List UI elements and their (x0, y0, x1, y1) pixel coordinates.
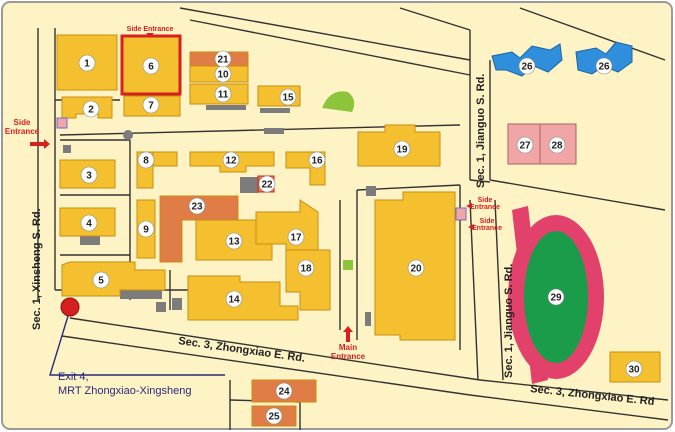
road-jianguo-upper: Sec. 1, Jianguo S. Rd. (475, 74, 487, 188)
building-number-label[interactable]: 15 (282, 93, 294, 104)
building-number-label[interactable]: 12 (225, 156, 237, 167)
building-badge (214, 50, 232, 68)
building-number-label[interactable]: 4 (86, 219, 92, 230)
building-badge (595, 57, 613, 75)
building-badge (547, 288, 565, 306)
building-badge (142, 96, 160, 114)
building-number-label[interactable]: 22 (261, 180, 273, 191)
building-number-label[interactable]: 14 (228, 295, 240, 306)
building-number-label[interactable]: 10 (217, 70, 229, 81)
building-number-label[interactable]: 2 (88, 105, 94, 116)
building-number-label[interactable]: 26 (521, 62, 533, 73)
building-number-label[interactable]: 9 (143, 225, 149, 236)
road-xinsheng: Sec. 1, Xinsheng S. Rd. (31, 208, 43, 330)
entrance-arrow-left (30, 139, 50, 149)
road-lines (37, 7, 669, 430)
building-badge (82, 100, 100, 118)
building-number-label[interactable]: 8 (143, 156, 149, 167)
side-entrance-left-2: Entrance (5, 127, 40, 136)
building-23[interactable] (159, 195, 239, 263)
side-entrance-right1-1: Side (478, 197, 493, 204)
road-jianguo-lower: Sec. 1, Jianguo S. Rd. (503, 264, 515, 378)
building-number-label[interactable]: 20 (410, 264, 422, 275)
building-badge (297, 259, 315, 277)
building-number-label[interactable]: 13 (228, 237, 240, 248)
building-badge (80, 166, 98, 184)
building-number-label[interactable]: 11 (218, 90, 229, 101)
building-badge (258, 175, 276, 193)
building-badge (518, 57, 536, 75)
side-entrance-right1-2: Entrance (470, 204, 500, 211)
green-square (343, 260, 353, 270)
building-badge (516, 136, 534, 154)
side-entrance-right2-2: Entrance (472, 225, 502, 232)
building-number-label[interactable]: 17 (290, 233, 302, 244)
building-badge (275, 382, 293, 400)
building-number-label[interactable]: 1 (84, 59, 90, 70)
side-entrance-left-1: Side (14, 118, 31, 127)
side-entrance-top: Side Entrance (127, 26, 174, 33)
building-number-label[interactable]: 19 (396, 145, 408, 156)
mrt-exit-marker[interactable] (60, 297, 80, 317)
building-badge (548, 136, 566, 154)
building-badge (222, 151, 240, 169)
building-badge (225, 232, 243, 250)
building-number-label[interactable]: 29 (550, 293, 562, 304)
building-badge (188, 197, 206, 215)
building-badge (393, 140, 411, 158)
building-badge (407, 259, 425, 277)
building-badge (214, 85, 232, 103)
building-number-label[interactable]: 5 (98, 276, 104, 287)
building-badge (279, 88, 297, 106)
building-number-label[interactable]: 7 (148, 101, 154, 112)
building-number-label[interactable]: 24 (278, 387, 290, 398)
building-number-label[interactable]: 30 (628, 365, 640, 376)
building-badge (625, 360, 643, 378)
building-28[interactable] (539, 123, 577, 165)
building-5[interactable] (61, 261, 166, 297)
entrance-arrow-top (146, 33, 154, 37)
building-14[interactable] (187, 275, 299, 321)
building-number-label[interactable]: 6 (148, 62, 154, 73)
entrance-arrow-main (343, 326, 353, 342)
mrt-pointer-line (49, 315, 225, 376)
building-number-label[interactable]: 27 (519, 141, 531, 152)
building-badge (265, 407, 283, 425)
building-number-label[interactable]: 26 (598, 62, 610, 73)
building-badge (92, 271, 110, 289)
building-badge (142, 57, 160, 75)
building-number-label[interactable]: 21 (217, 55, 229, 66)
mrt-label-line1: Exit 4, (58, 371, 89, 383)
main-entrance-1: Main (339, 343, 357, 352)
building-number-label[interactable]: 18 (300, 264, 312, 275)
building-badge (137, 220, 155, 238)
gate-right (455, 207, 467, 221)
gate-left (56, 117, 68, 129)
building-number-label[interactable]: 3 (86, 171, 92, 182)
entrance-arrow-right2 (468, 224, 474, 230)
building-18[interactable] (285, 249, 331, 311)
building-badge (287, 228, 305, 246)
building-labels: 1234567891011121314151617181920212223242… (78, 50, 643, 425)
building-badge (225, 290, 243, 308)
main-entrance-2: Entrance (331, 352, 366, 361)
building-badge (80, 214, 98, 232)
building-badge (308, 151, 326, 169)
building-badge (137, 151, 155, 169)
entrance-arrow-right1 (466, 203, 472, 209)
building-number-label[interactable]: 16 (311, 156, 323, 167)
side-entrance-right2-1: Side (480, 218, 495, 225)
green-space (322, 91, 355, 112)
mrt-label-line2: MRT Zhongxiao-Xingsheng (58, 385, 192, 397)
building-number-label[interactable]: 25 (268, 412, 280, 423)
building-number-label[interactable]: 23 (191, 202, 203, 213)
building-badge (78, 54, 96, 72)
building-number-label[interactable]: 28 (551, 141, 563, 152)
